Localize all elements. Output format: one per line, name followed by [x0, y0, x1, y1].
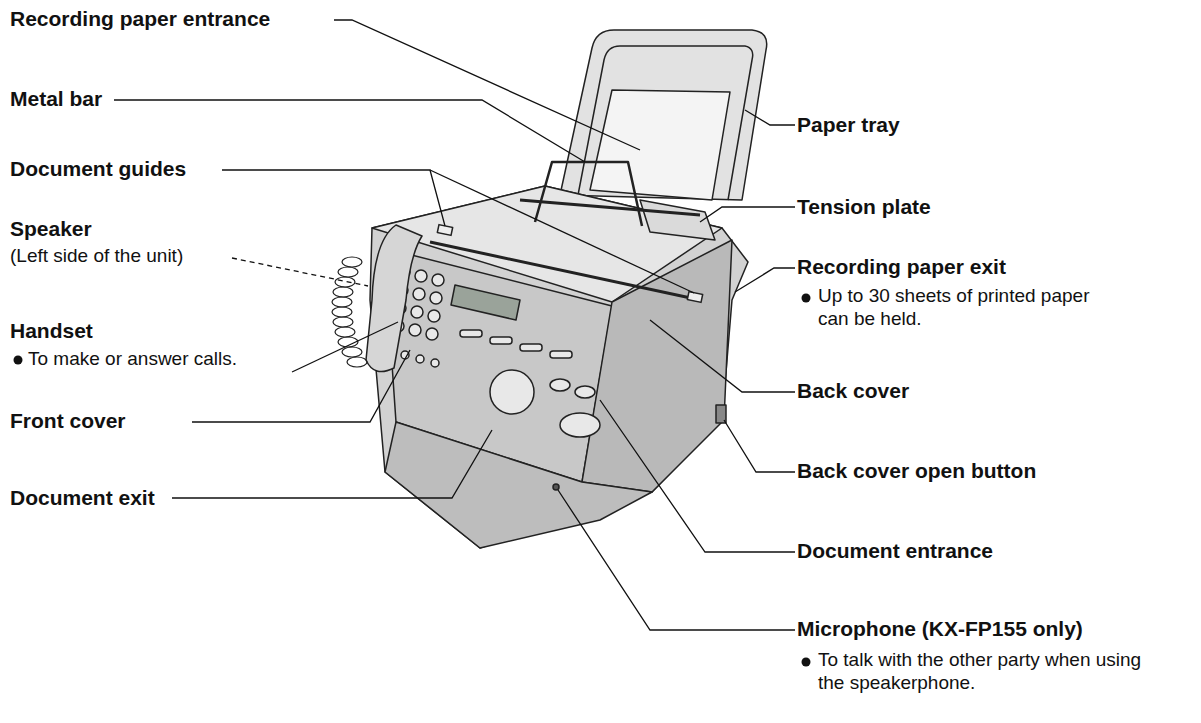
part-label: Paper tray: [797, 112, 1097, 138]
note-text: To make or answer calls.: [28, 347, 308, 370]
buttons: [460, 330, 600, 437]
fax-machine: [332, 30, 767, 548]
leader-line: [292, 322, 398, 372]
part-label: Back cover open button: [797, 458, 1157, 484]
recording-paper: [590, 90, 730, 200]
part-label: Document entrance: [797, 538, 1117, 564]
part-label: Document exit: [10, 485, 230, 511]
part-label: Metal bar: [10, 86, 210, 112]
note-text: To talk with the other party when using …: [818, 648, 1148, 694]
leader-line: [558, 490, 795, 630]
part-label: Front cover: [10, 408, 230, 434]
leader-line: [430, 170, 694, 293]
leader-line: [600, 400, 795, 552]
document-guide: [687, 292, 702, 303]
metal-bar: [535, 162, 642, 226]
bullet: [14, 356, 23, 365]
body: [370, 186, 748, 548]
part-label: Back cover: [797, 378, 1097, 404]
leader-line: [334, 20, 640, 150]
part-label: Recording paper exit: [797, 254, 1137, 280]
part-label: Document guides: [10, 156, 270, 182]
leader-line: [172, 430, 492, 498]
bullet: [802, 658, 811, 667]
handset: [366, 225, 422, 372]
bullets: [14, 294, 811, 667]
leader-lines: [114, 20, 795, 630]
leader-line: [232, 258, 368, 286]
note-text: Up to 30 sheets of printed paper can be …: [818, 284, 1108, 330]
part-label: Tension plate: [797, 194, 1097, 220]
bottom-edge: [385, 422, 652, 548]
paper-tray: [560, 30, 767, 200]
leader-line: [735, 268, 795, 292]
bullet: [802, 294, 811, 303]
part-label: Recording paper entrance: [10, 6, 350, 32]
paper-slot: [520, 200, 700, 215]
paper-tray-inner: [578, 46, 753, 200]
leader-line: [745, 110, 795, 125]
leader-line: [222, 170, 445, 226]
document-guide: [437, 225, 452, 236]
lcd: [451, 285, 520, 320]
microphone-hole: [553, 484, 559, 490]
leader-line: [650, 320, 795, 392]
note-text: (Left side of the unit): [10, 244, 270, 267]
part-label: Handset: [10, 318, 210, 344]
part-label: Speaker: [10, 216, 210, 242]
leader-line: [724, 420, 795, 472]
part-label: Microphone (KX-FP155 only): [797, 616, 1197, 642]
leader-line: [114, 100, 585, 162]
leader-line: [700, 207, 795, 222]
